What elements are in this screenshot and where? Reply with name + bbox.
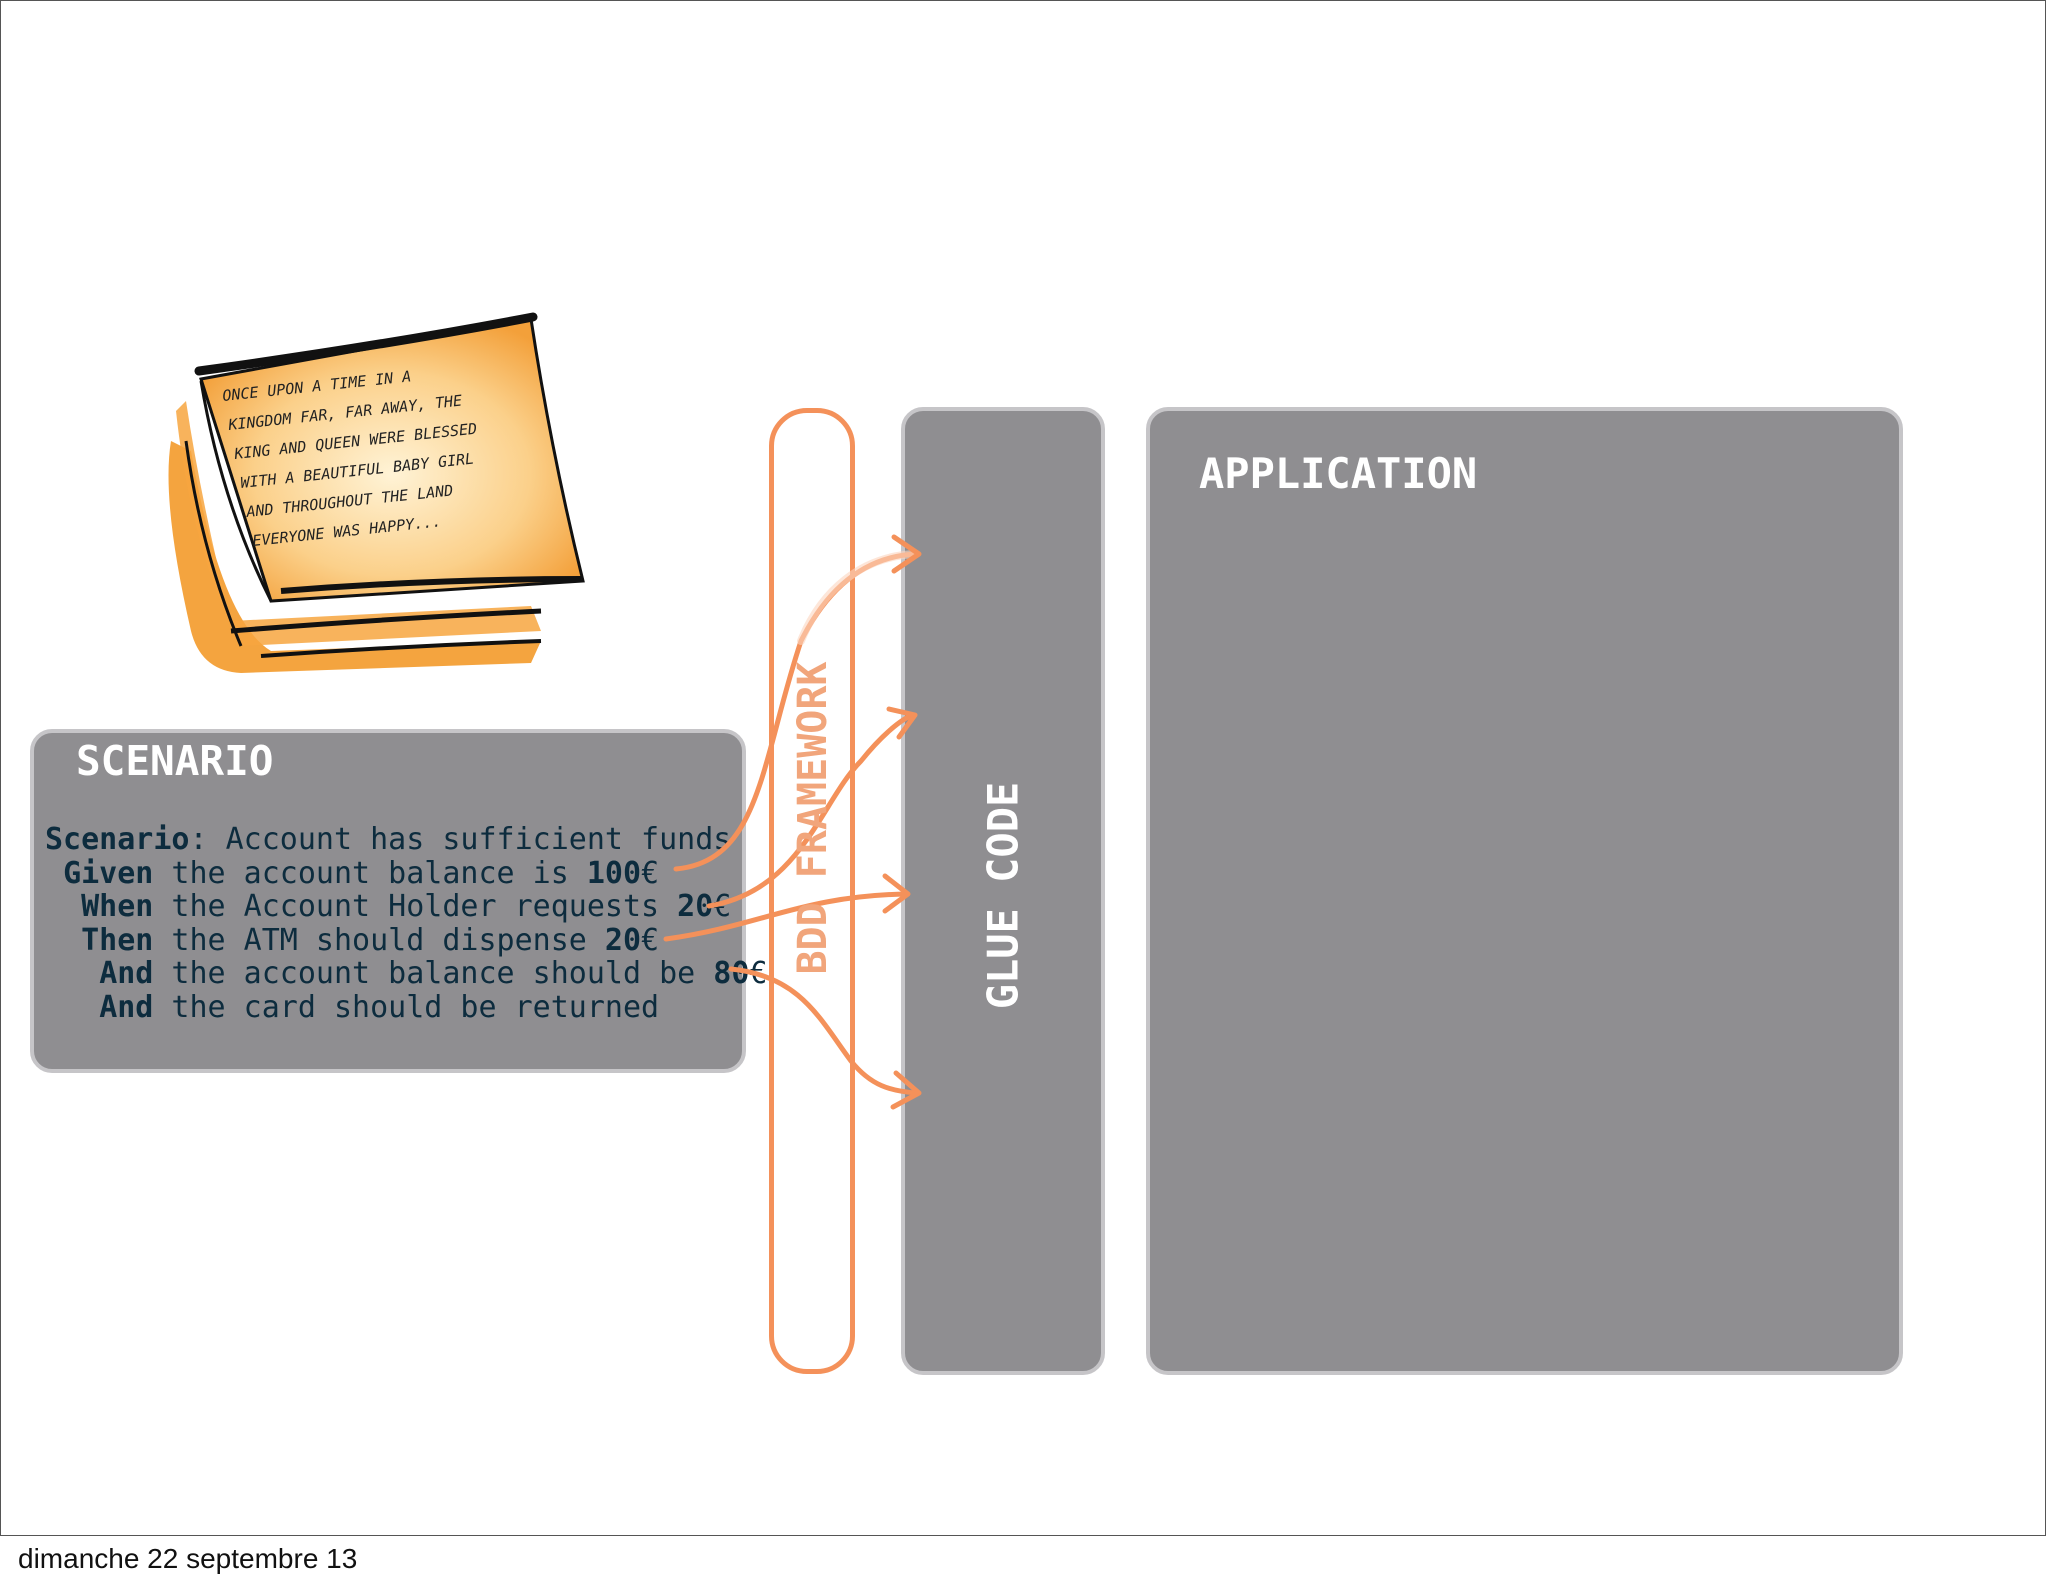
then-line: Then the ATM should dispense 20€ xyxy=(81,922,660,958)
step-text: the account balance is xyxy=(153,855,587,891)
step-text: : Account has sufficient funds xyxy=(189,822,732,857)
arrow-then xyxy=(663,891,909,942)
arrows-overlay xyxy=(663,534,922,1110)
and-line: And the account balance should be 80€ xyxy=(99,956,768,991)
step-text: the ATM should dispense xyxy=(153,922,605,958)
arrow-head xyxy=(886,706,918,740)
step-keyword: Then xyxy=(81,922,154,958)
arrow-and xyxy=(728,966,919,1096)
footer-date: dimanche 22 septembre 13 xyxy=(18,1543,358,1574)
step-value: 100 xyxy=(586,855,642,891)
arrow-head xyxy=(882,873,911,914)
scenario-steps: Scenario: Account has sufficient funds G… xyxy=(45,823,767,1024)
bdd-framework-label: BDD FRAMEWORK xyxy=(790,661,836,975)
scenario-panel: SCENARIO Scenario: Account has sufficien… xyxy=(30,729,767,1073)
step-value: 80 xyxy=(713,956,750,991)
when-line: When the Account Holder requests 20€ xyxy=(81,889,732,924)
arrow-when xyxy=(706,712,916,909)
step-keyword: Scenario xyxy=(45,822,190,857)
application-label: APPLICATION xyxy=(1199,449,1478,498)
scenario-title: SCENARIO xyxy=(76,737,274,785)
step-keyword: And xyxy=(99,989,154,1025)
given-line: Given the account balance is 100€ xyxy=(63,855,660,891)
step-text: the card should be returned xyxy=(153,989,660,1025)
arrow-head xyxy=(891,534,922,574)
step-keyword: When xyxy=(81,889,154,924)
step-keyword: Given xyxy=(63,855,154,891)
step-keyword: And xyxy=(99,956,154,991)
arrow-head xyxy=(890,1070,922,1110)
scenario-line: Scenario: Account has sufficient funds xyxy=(45,822,731,857)
step-text: the account balance should be xyxy=(153,956,714,991)
bdd-framework-tube xyxy=(769,408,855,1374)
step-value: 20 xyxy=(604,922,642,958)
and-line: And the card should be returned xyxy=(45,990,659,1025)
step-text: the Account Holder requests xyxy=(153,889,678,924)
application-panel: APPLICATION xyxy=(1146,407,1903,1375)
arrow-given-faded xyxy=(797,550,920,645)
